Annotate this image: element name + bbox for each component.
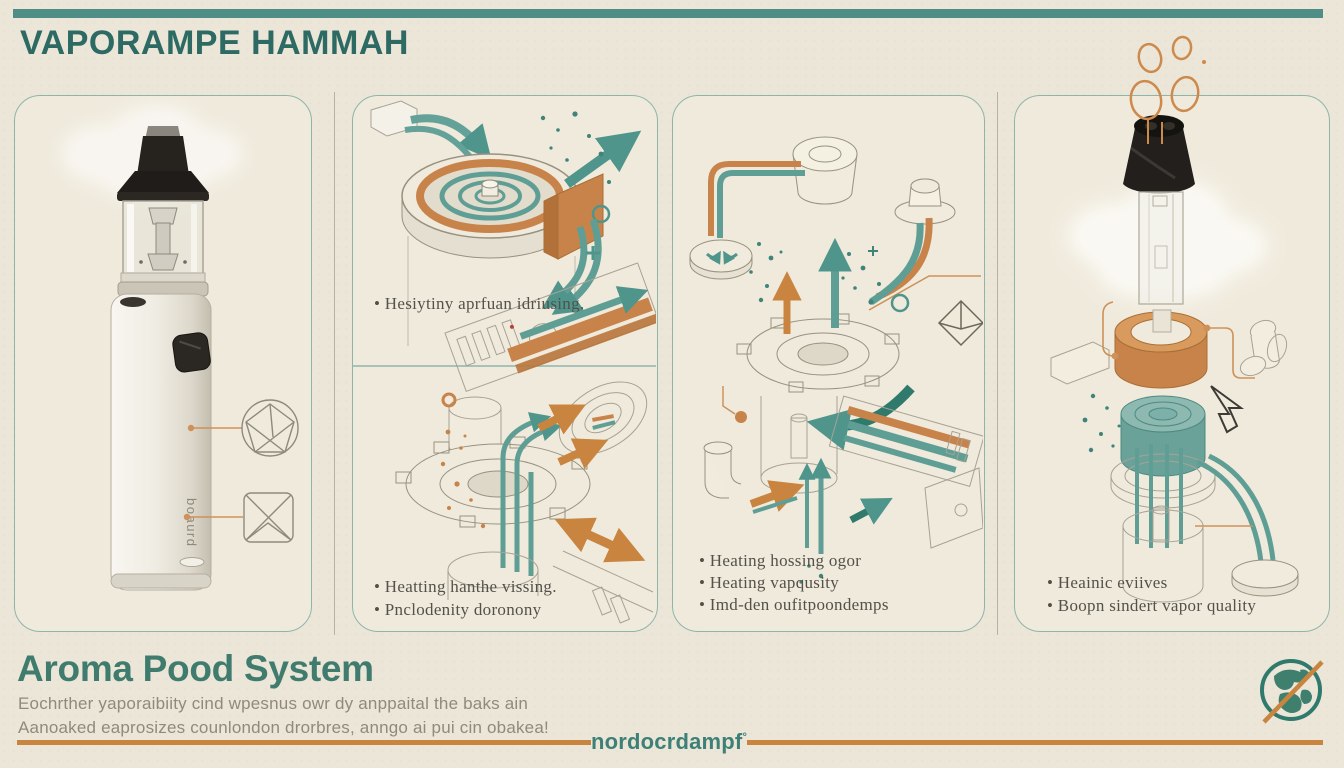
footer-rule-left	[17, 740, 591, 745]
bullet-item: • Heainic eviives	[1047, 573, 1168, 592]
panel-divider	[334, 92, 335, 635]
envelope-badge-icon	[243, 492, 294, 543]
condense-arrow	[806, 384, 915, 451]
airflow-disc	[689, 239, 753, 280]
callout-leaders	[183, 424, 243, 521]
footer-rule-right	[747, 740, 1323, 745]
envelope-icon	[937, 299, 983, 347]
small-cylinders	[1239, 319, 1288, 377]
glass-tank	[122, 200, 204, 276]
tank-base	[117, 272, 209, 297]
brand-text: nordocrdampf	[590, 729, 743, 754]
coil-rods	[1135, 444, 1183, 548]
bullet-item: • Boopn sindert vapor quality	[1047, 596, 1257, 615]
elbow-pipe	[703, 441, 742, 499]
panel-device-photo: boaurd	[14, 95, 312, 632]
panel-pod-stack: • Heainic eviives • Boopn sindert vapor …	[1014, 95, 1330, 632]
chamber-cylinder	[760, 396, 838, 494]
pentagon-badge-icon	[241, 399, 299, 457]
panel-divider	[997, 92, 998, 635]
coil-illustration	[370, 100, 656, 392]
coil-cup	[1120, 395, 1206, 477]
airflow-slot	[120, 297, 146, 307]
battery-part	[1050, 341, 1110, 385]
panel-airflow-diagram: • Heating hossing ogor • Heating vapqusi…	[672, 95, 985, 632]
vape-device-illustration: boaurd	[61, 104, 299, 591]
base-flange	[1110, 453, 1216, 509]
heating-diagrams	[353, 100, 656, 624]
airflow-illustration	[689, 136, 983, 584]
brand-logo: nordocrdampf°	[585, 729, 753, 755]
heater-ring	[1114, 309, 1208, 389]
knob-part	[894, 178, 956, 225]
particle-speckles	[749, 242, 881, 305]
brand-mark: °	[742, 731, 748, 744]
gear-flange	[736, 313, 900, 393]
top-accent-bar	[13, 9, 1323, 18]
bullet-item: • Heatting hanthe vissing.	[374, 577, 557, 596]
bullet-item: • Hesiytiny aprfuan idriusing.	[374, 294, 585, 313]
bullet-item: • Imd-den oufitpoondemps	[699, 595, 889, 614]
cap-part	[792, 136, 858, 205]
bullet-item: • Pnclodenity doronony	[374, 600, 542, 619]
connector-lines	[1102, 301, 1255, 379]
bottom-slot	[179, 557, 205, 567]
bubble-cluster-icon	[1129, 35, 1206, 144]
bullet-item: • Heating vapqusity	[699, 573, 840, 592]
cursor-icon	[1210, 385, 1245, 434]
mouthpiece	[117, 126, 209, 201]
chassis-trough	[828, 395, 983, 487]
device-brand-label: boaurd	[184, 498, 199, 547]
bullet-item: • Heating hossing ogor	[699, 551, 862, 570]
side-disc	[1231, 559, 1299, 597]
page-title: VAPORAMPE HAMMAH	[20, 24, 409, 62]
clear-cartridge	[1138, 191, 1184, 305]
fire-button	[172, 332, 211, 373]
panel-heating-coil: • Hesiytiny aprfuan idriusing. • Heattin…	[352, 95, 658, 632]
device-body: boaurd	[110, 293, 212, 591]
footer-description-line: Eochrther yaporaibiity cind wpesnus owr …	[18, 694, 529, 713]
flow-arrow	[564, 130, 642, 189]
footer-heading: Aroma Pood System	[17, 648, 374, 689]
footer-description-line: Aanoaked eaprosizes counlondon drorbres,…	[18, 718, 549, 737]
particle-speckles	[1082, 393, 1121, 453]
pod-stack-illustration	[1050, 115, 1299, 603]
atomizer-illustration	[395, 381, 654, 624]
no-globe-icon	[1260, 659, 1324, 724]
